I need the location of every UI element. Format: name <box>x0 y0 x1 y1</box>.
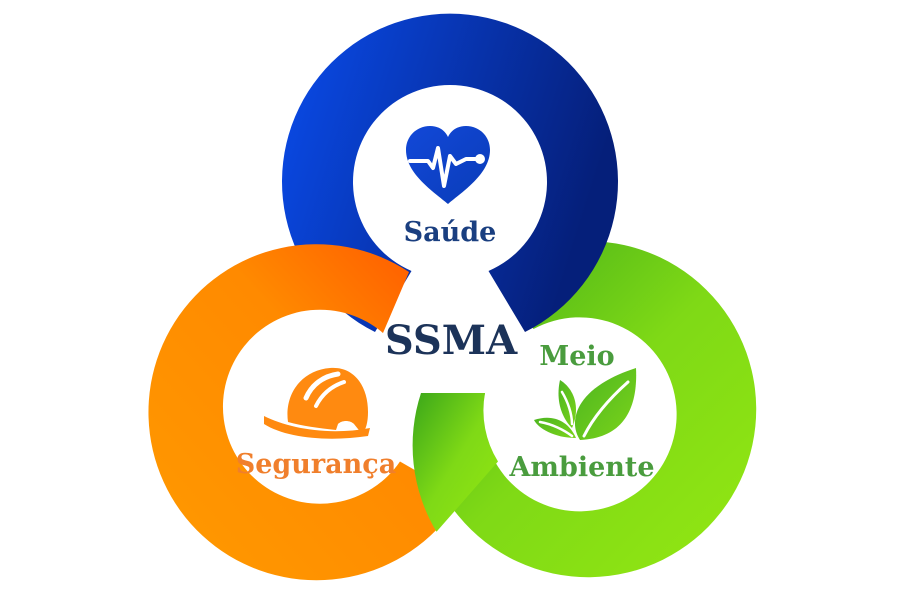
meio-ambiente-ring <box>420 241 757 578</box>
seguranca-ring <box>148 244 462 581</box>
heart-pulse-icon <box>406 126 490 204</box>
leaves-icon <box>534 368 637 440</box>
ambiente-label: Ambiente <box>508 452 654 483</box>
hard-hat-icon <box>264 367 370 439</box>
center-title: SSMA <box>385 317 518 364</box>
meio-label: Meio <box>539 341 614 372</box>
saude-label: Saúde <box>404 217 497 248</box>
meio-ambiente-ring-overlap <box>412 393 498 532</box>
seguranca-label: Segurança <box>236 449 396 480</box>
